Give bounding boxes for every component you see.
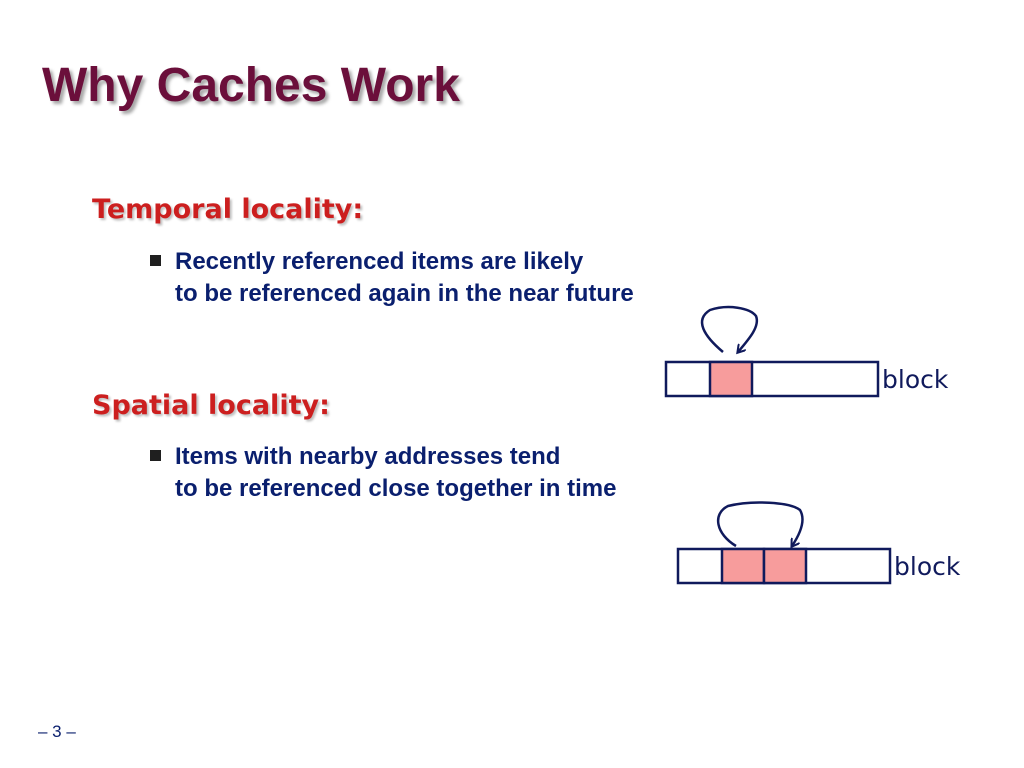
neighbor-cell [762,547,808,585]
neighbor-arrow-icon [716,501,804,546]
referenced-cell [720,547,766,585]
spatial-bullet: Items with nearby addresses tend to be r… [150,441,616,505]
memory-strip [664,360,880,398]
loop-arrow-icon [700,305,759,352]
temporal-bullet-line-2: to be referenced again in the near futur… [175,280,634,307]
block-label: block [882,365,949,394]
temporal-locality-diagram: block [664,305,949,398]
temporal-locality-heading: Temporal locality: [92,194,364,225]
block-label: block [894,552,961,581]
temporal-bullet: Recently referenced items are likely to … [150,246,634,310]
spatial-bullet-text: Items with nearby addresses tend to be r… [175,441,616,505]
spatial-bullet-line-1: Items with nearby addresses tend [175,443,561,470]
square-bullet-icon [150,255,161,266]
spatial-bullet-line-2: to be referenced close together in time [175,475,617,502]
temporal-bullet-line-1: Recently referenced items are likely [175,248,584,275]
square-bullet-icon [150,450,161,461]
slide-title: Why Caches Work [42,59,460,112]
spatial-locality-diagram: block [676,501,961,585]
spatial-locality-heading: Spatial locality: [92,390,330,421]
page-number: – 3 – [38,722,76,741]
referenced-cell [708,360,754,398]
temporal-bullet-text: Recently referenced items are likely to … [175,246,634,310]
